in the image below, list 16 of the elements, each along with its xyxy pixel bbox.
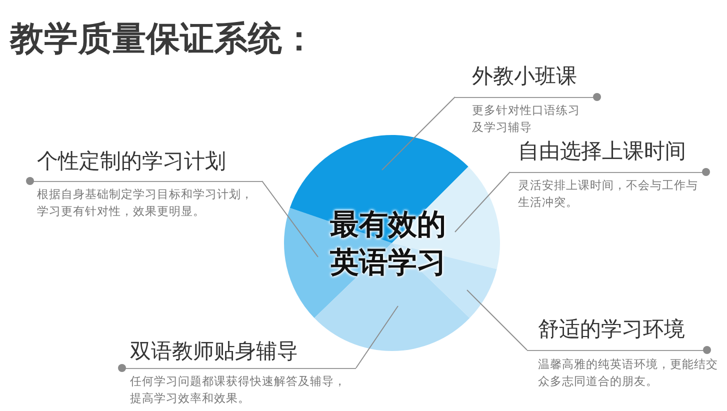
callout-heading: 自由选择上课时间 (518, 138, 686, 164)
callout-heading: 双语教师贴身辅导 (130, 338, 298, 364)
callout-text: 灵活安排上课时间，不会与工作与生活冲突。 (518, 177, 699, 211)
callout-text: 更多针对性口语练习及学习辅导 (472, 102, 581, 136)
callout-heading: 个性定制的学习计划 (37, 148, 226, 174)
callout-text: 任何学习问题都课获得快速解答及辅导，提高学习效率和效果。 (130, 373, 347, 407)
leader-line (382, 96, 456, 170)
callout-heading: 外教小班课 (472, 63, 577, 89)
callout-heading: 舒适的学习环境 (538, 316, 685, 342)
title: 教学质量保证系统： (10, 18, 316, 61)
callout-text: 温馨高雅的纯英语环境，更能结交众多志同道合的朋友。 (538, 356, 719, 390)
callout-text: 根据自身基础制定学习目标和学习计划，学习更有针对性，效果更明显。 (37, 186, 254, 220)
leader-line (356, 306, 398, 368)
leader-line (454, 172, 510, 232)
leader-line (466, 290, 528, 350)
leader-line (262, 180, 318, 258)
